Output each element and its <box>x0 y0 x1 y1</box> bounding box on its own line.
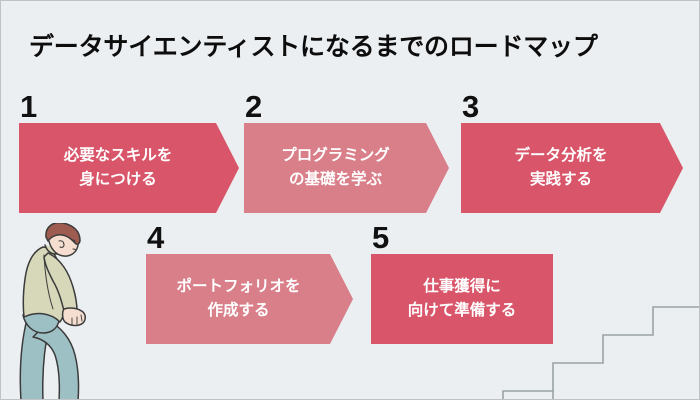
person-fingers <box>71 314 83 326</box>
stairs-outline <box>502 306 699 399</box>
person-front-leg <box>32 320 80 399</box>
step-4-number: 4 <box>145 220 165 255</box>
step-5-rectangle <box>371 254 553 344</box>
walking-person-illustration <box>15 223 120 399</box>
stairs-illustration <box>501 251 699 399</box>
person-mouth <box>72 248 77 252</box>
step-card-1[interactable]: 1 必要なスキルを 身につける <box>18 90 239 213</box>
step-card-2[interactable]: 2 プログラミング の基礎を学ぶ <box>243 90 449 213</box>
step-4-chevron <box>146 254 353 344</box>
step-2-number: 2 <box>243 89 263 124</box>
step-3-number: 3 <box>460 89 480 124</box>
person-ear <box>58 240 65 248</box>
person-hair <box>45 223 81 245</box>
step-1-chevron <box>19 123 239 213</box>
step-5-number: 5 <box>370 220 390 255</box>
person-hand <box>61 307 86 327</box>
step-card-3[interactable]: 3 データ分析を 実践する <box>460 90 683 213</box>
page-title: データサイエンティストになるまでのロードマップ <box>29 33 598 61</box>
step-card-4[interactable]: 4 ポートフォリオを 作成する <box>145 221 353 344</box>
person-eye <box>71 239 76 243</box>
step-2-chevron <box>244 123 449 213</box>
step-3-chevron <box>461 123 683 213</box>
step-1-number: 1 <box>18 89 38 124</box>
